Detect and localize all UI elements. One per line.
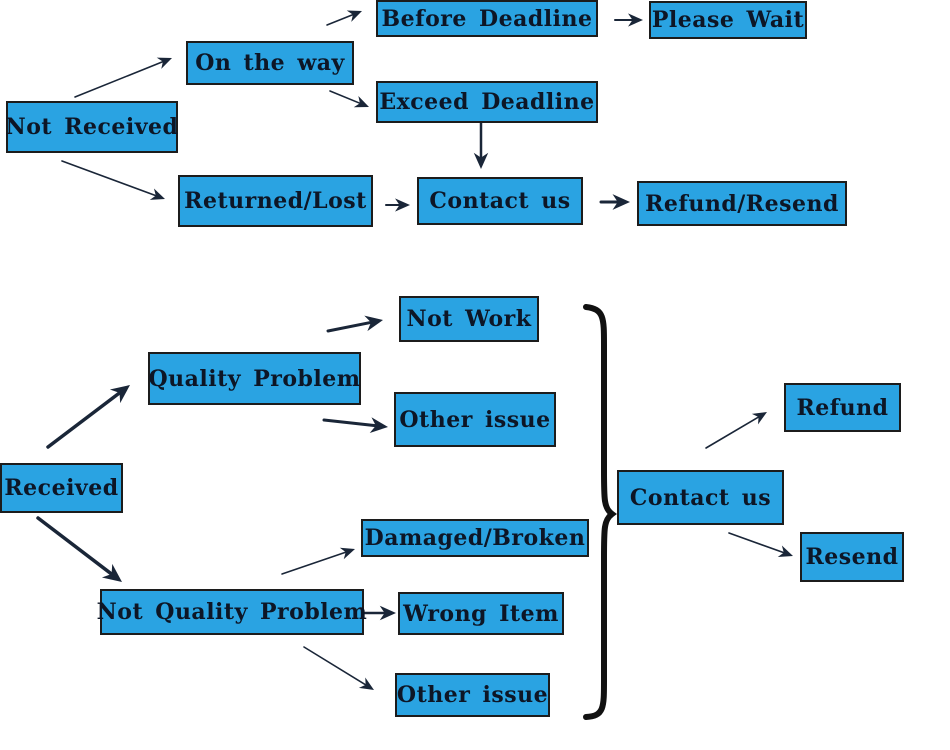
- arrow-contact-us-to-refund-resend: [599, 194, 630, 210]
- node-other-issue-quality: Other issue: [394, 392, 556, 447]
- arrow-quality-problem-to-not-work: [326, 315, 383, 333]
- node-refund: Refund: [784, 383, 901, 432]
- arrow-contact-us-to-refund: [705, 412, 767, 449]
- node-resend: Resend: [800, 532, 904, 582]
- arrow-quality-problem-to-other-issue: [322, 417, 388, 433]
- node-not-received: Not Received: [6, 101, 178, 153]
- arrow-exceed-deadline-to-contact-us: [473, 113, 489, 169]
- arrow-not-quality-problem-to-other-issue: [303, 646, 374, 690]
- node-wrong-item: Wrong Item: [398, 592, 564, 635]
- node-not-work: Not Work: [399, 296, 539, 342]
- node-damaged-broken: Damaged/Broken: [361, 519, 589, 557]
- node-contact-us-bottom: Contact us: [617, 470, 784, 525]
- arrow-contact-us-to-resend: [728, 532, 793, 557]
- node-received: Received: [0, 463, 123, 513]
- arrow-on-the-way-to-exceed-deadline: [329, 90, 369, 108]
- node-please-wait: Please Wait: [649, 1, 807, 39]
- arrow-not-received-to-returned-lost: [61, 160, 165, 200]
- node-returned-lost: Returned/Lost: [178, 175, 373, 227]
- node-exceed-deadline: Exceed Deadline: [376, 81, 598, 123]
- node-before-deadline: Before Deadline: [376, 0, 598, 37]
- curly-brace: [583, 304, 617, 720]
- arrow-before-deadline-to-please-wait: [614, 13, 643, 27]
- arrow-not-received-to-on-the-way: [74, 57, 172, 98]
- arrow-on-the-way-to-before-deadline: [326, 10, 362, 26]
- node-on-the-way: On the way: [186, 41, 354, 85]
- node-other-issue-not-quality: Other issue: [395, 673, 550, 717]
- arrow-not-quality-problem-to-damaged: [281, 547, 355, 575]
- arrow-received-to-not-quality-problem: [36, 516, 122, 582]
- node-refund-resend: Refund/Resend: [637, 181, 847, 226]
- arrow-returned-lost-to-contact-us: [385, 198, 410, 212]
- arrow-received-to-quality-problem: [46, 385, 130, 449]
- node-quality-problem: Quality Problem: [148, 352, 361, 405]
- node-not-quality-problem: Not Quality Problem: [97, 589, 367, 635]
- node-contact-us-top: Contact us: [417, 177, 583, 225]
